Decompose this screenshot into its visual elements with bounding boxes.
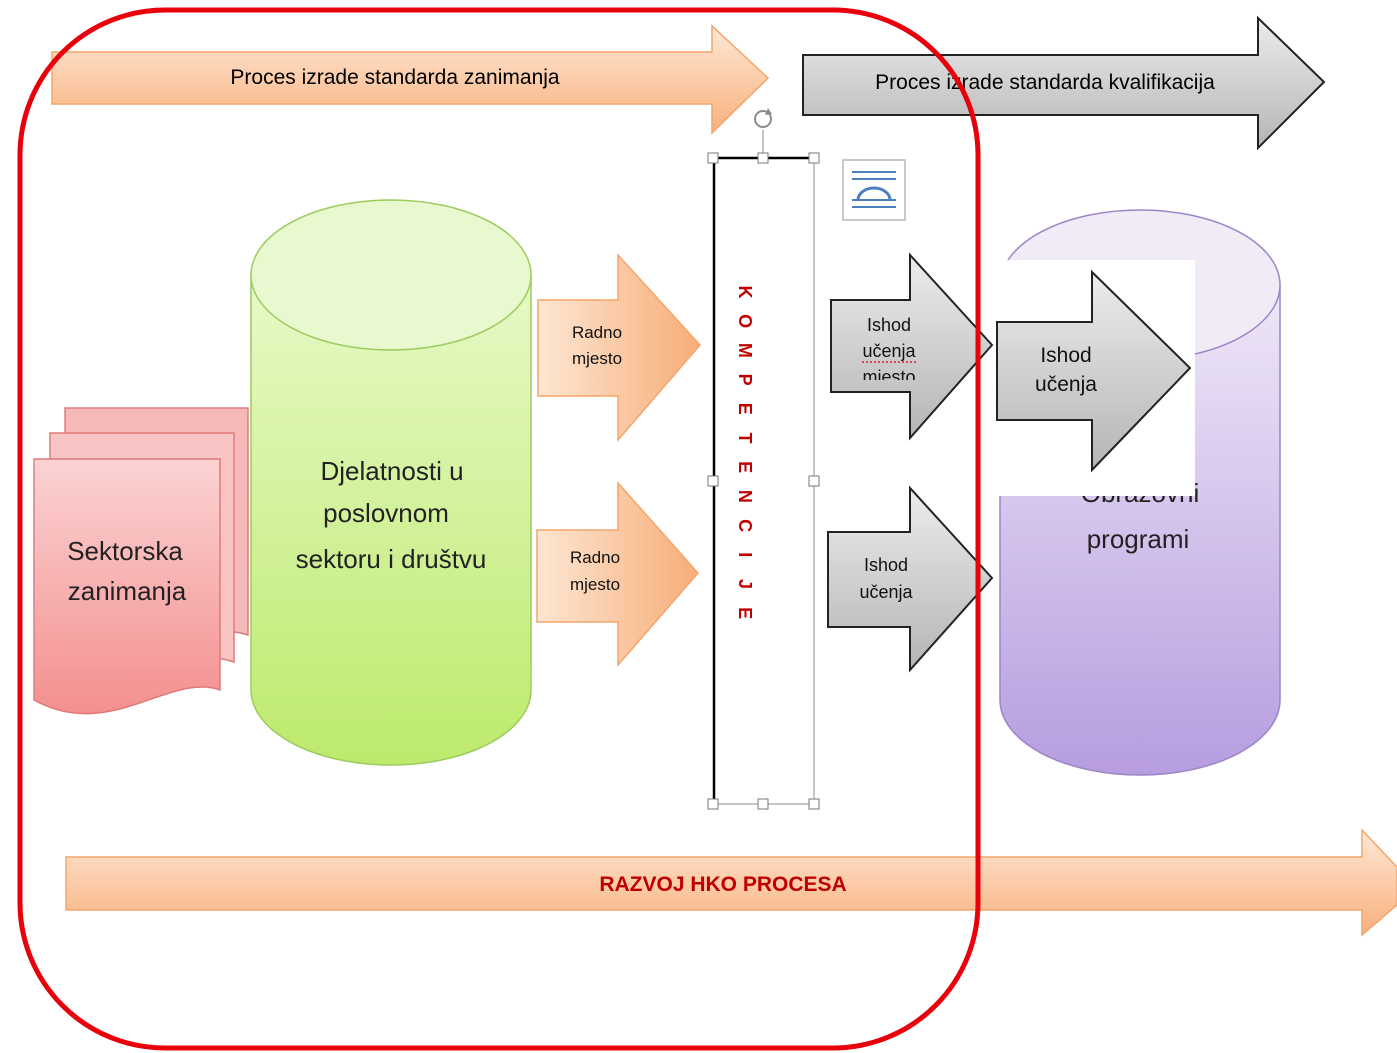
activities-line2: poslovnom <box>323 498 449 528</box>
highlight-frame <box>17 7 981 1051</box>
work-place-arrow-2: Radno mjesto <box>536 481 699 668</box>
learning-outcome-arrow-2: Ishod učenja <box>827 485 994 673</box>
work-place-1-line2: mjesto <box>572 349 622 368</box>
competencies-letter: N <box>735 490 755 503</box>
selection-handles[interactable] <box>707 108 820 810</box>
competencies-letter: O <box>735 314 755 328</box>
hko-development-arrow: RAZVOJ HKO PROCESA <box>65 828 1397 937</box>
work-place-arrow-1: Radno mjesto <box>537 253 702 443</box>
sector-occupations-line2: zanimanja <box>68 576 187 606</box>
competencies-box[interactable]: K O M P E T E N C I J E <box>712 156 815 805</box>
competencies-letter: E <box>735 607 755 619</box>
occupation-process-label: Proces izrade standarda zanimanja <box>230 66 560 89</box>
activities-line3: sektoru i društvu <box>296 544 487 574</box>
competencies-letter: P <box>735 374 755 386</box>
pasted-outcome-image: Ishod učenja <box>995 260 1195 496</box>
competencies-letter: J <box>735 579 755 589</box>
competencies-letter: E <box>735 461 755 473</box>
competencies-letter: C <box>735 519 755 532</box>
outcome-1-line1: Ishod <box>867 315 911 335</box>
qualification-process-label: Proces izrade standarda kvalifikacija <box>875 71 1215 94</box>
qualification-process-arrow: Proces izrade standarda kvalifikacija <box>802 15 1326 151</box>
resize-handle-top-left[interactable] <box>707 152 719 164</box>
competencies-letter: K <box>735 286 755 299</box>
resize-handle-bottom[interactable] <box>757 798 769 810</box>
outcome-2-line2: učenja <box>859 582 913 602</box>
work-place-1-line1: Radno <box>572 323 622 342</box>
layout-options-icon[interactable] <box>842 159 906 221</box>
resize-handle-top[interactable] <box>757 152 769 164</box>
resize-handle-bottom-right[interactable] <box>808 798 820 810</box>
sector-occupations-documents[interactable]: Sektorska zanimanja <box>33 407 249 715</box>
outcome-1-line3: mjesto <box>862 367 915 387</box>
sector-occupations-line1: Sektorska <box>67 536 183 566</box>
occupation-process-arrow: Proces izrade standarda zanimanja <box>51 24 770 135</box>
activities-line1: Djelatnosti u <box>320 456 463 486</box>
work-place-2-line1: Radno <box>570 548 620 567</box>
competencies-letters: K O M P E T E N C I J E <box>735 286 755 620</box>
outcome-3-line1: Ishod <box>1040 344 1091 367</box>
hko-development-label: RAZVOJ HKO PROCESA <box>599 873 846 896</box>
rotate-handle-icon[interactable] <box>754 108 772 128</box>
competencies-letter: M <box>735 343 755 358</box>
resize-handle-bottom-left[interactable] <box>707 798 719 810</box>
education-programs-line2: programi <box>1087 524 1190 554</box>
competencies-letter: E <box>735 403 755 415</box>
resize-handle-left[interactable] <box>707 475 719 487</box>
competencies-letter: I <box>735 552 755 557</box>
learning-outcome-arrow-1: Ishod učenja mjesto <box>830 252 994 441</box>
resize-handle-top-right[interactable] <box>808 152 820 164</box>
outcome-1-line2: učenja <box>862 341 916 361</box>
resize-handle-right[interactable] <box>808 475 820 487</box>
activities-cylinder[interactable]: Djelatnosti u poslovnom sektoru i društv… <box>250 199 532 766</box>
outcome-2-line1: Ishod <box>864 555 908 575</box>
competencies-letter: T <box>735 433 755 444</box>
outcome-3-line2: učenja <box>1035 373 1097 396</box>
work-place-2-line2: mjesto <box>570 575 620 594</box>
